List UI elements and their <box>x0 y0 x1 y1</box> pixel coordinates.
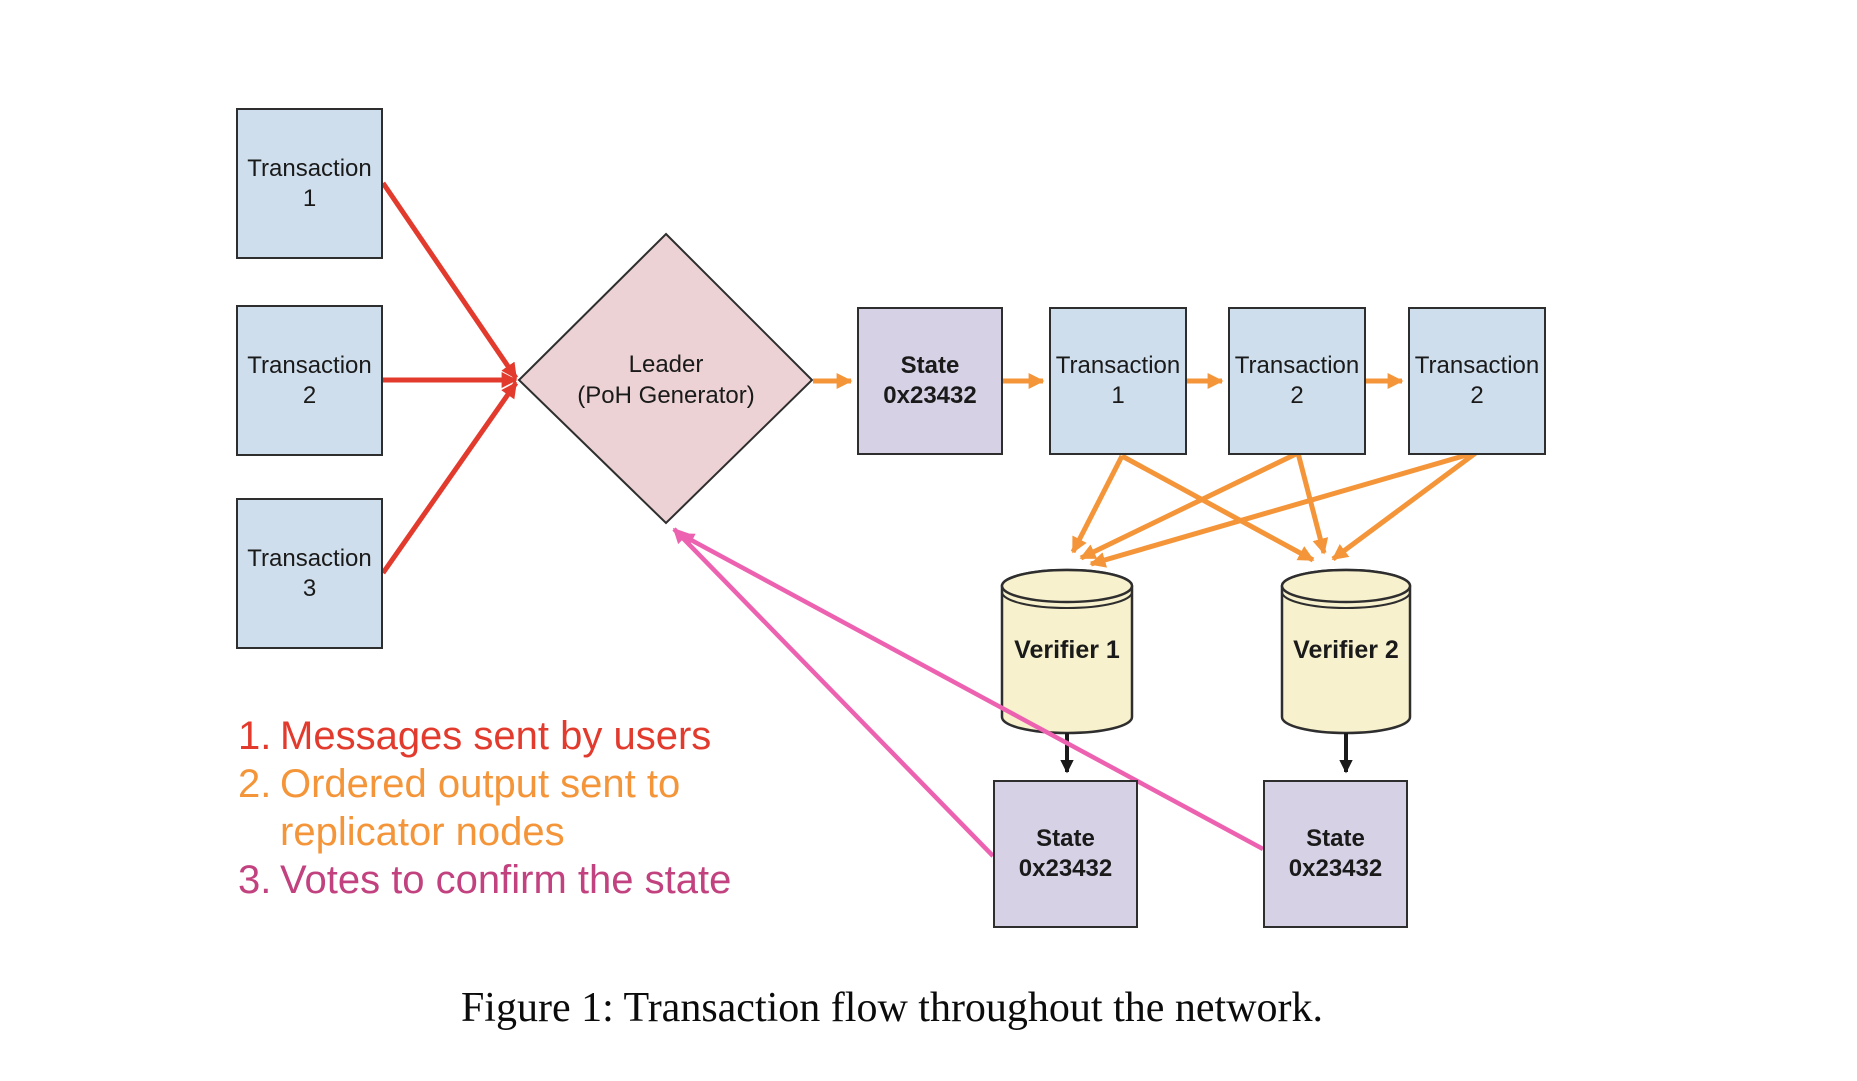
pink-arrow-state1-to-leader <box>672 527 995 858</box>
legend-text-1: Messages sent by users <box>280 714 712 758</box>
legend-text-2: Ordered output sent to replicator nodes <box>280 762 681 854</box>
verifier-1-cylinder <box>1000 568 1134 735</box>
node-verifier2-state: State 0x23432 <box>1263 780 1408 928</box>
legend-item-votes: 3. Votes to confirm the state <box>238 856 760 904</box>
orange-arrow-tx3-to-verifier1 <box>1089 449 1478 568</box>
verifier-2-label: Verifier 2 <box>1293 635 1399 664</box>
red-arrow-transaction-3 <box>380 381 519 575</box>
verifier-1-rim <box>1001 591 1133 610</box>
legend-number-3: 3. <box>238 858 272 902</box>
node-ordered-transaction-2: Transaction 2 <box>1228 307 1366 455</box>
legend-number-2: 2. <box>238 762 272 806</box>
verifier-2-top <box>1280 568 1412 604</box>
legend-text-3: Votes to confirm the state <box>280 858 732 902</box>
node-verifier1-state: State 0x23432 <box>993 780 1138 928</box>
ordered-output-arrows <box>813 372 1479 568</box>
verifier-1-top <box>1000 568 1134 604</box>
leader-label: Leader (PoH Generator) <box>577 351 755 409</box>
node-ordered-transaction-3: Transaction 2 <box>1408 307 1546 455</box>
verifier-1-label: Verifier 1 <box>1014 635 1120 664</box>
orange-arrow-tx1-to-verifier1 <box>1070 454 1125 554</box>
orange-arrow-tx3-to-verifier2 <box>1331 449 1479 562</box>
leader-diamond-shape <box>517 232 814 525</box>
orange-arrow-tx2-to-verifier1 <box>1079 450 1300 561</box>
red-arrow-transaction-1 <box>380 181 519 380</box>
node-user-transaction-1: Transaction 1 <box>236 108 383 259</box>
node-generated-state: State 0x23432 <box>857 307 1003 455</box>
node-user-transaction-3: Transaction 3 <box>236 498 383 649</box>
orange-arrow-tx2-to-verifier2 <box>1295 452 1329 555</box>
orange-arrow-tx1-to-verifier2 <box>1120 453 1315 563</box>
verifier-2-rim <box>1281 591 1411 610</box>
legend-item-ordered-output: 2. Ordered output sent to replicator nod… <box>238 760 760 856</box>
node-user-transaction-2: Transaction 2 <box>236 305 383 456</box>
legend-item-messages: 1. Messages sent by users <box>238 712 760 760</box>
figure-caption: Figure 1: Transaction flow throughout th… <box>460 985 1324 1031</box>
verifier-2-cylinder <box>1280 568 1412 735</box>
pink-arrow-state2-to-leader <box>678 532 1265 851</box>
node-ordered-transaction-1: Transaction 1 <box>1049 307 1187 455</box>
user-message-arrows <box>380 181 519 575</box>
legend: 1. Messages sent by users 2. Ordered out… <box>238 712 760 904</box>
legend-number-1: 1. <box>238 714 272 758</box>
